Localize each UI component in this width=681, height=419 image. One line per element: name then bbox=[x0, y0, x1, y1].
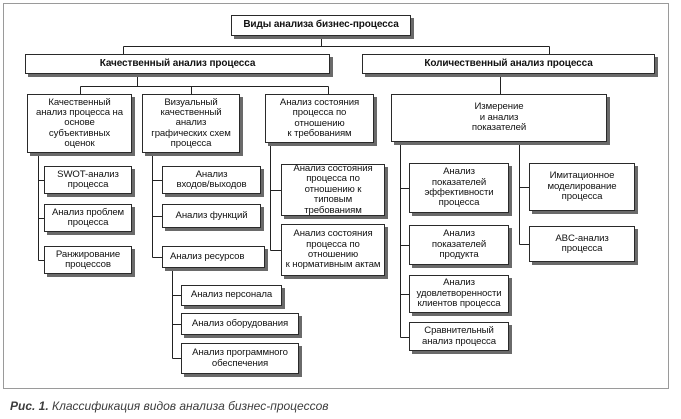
root-node: Виды анализа бизнес-процесса bbox=[231, 15, 411, 36]
functions-node: Анализ функций bbox=[162, 204, 261, 228]
abc-analysis-node: ABC-анализ процесса bbox=[529, 226, 635, 262]
inputs-outputs-node: Анализ входов/выходов bbox=[162, 166, 261, 194]
measurement-node: Измерение и анализ показателей bbox=[391, 94, 607, 142]
figure-number: Рис. 1. bbox=[10, 399, 49, 413]
outer-border bbox=[3, 3, 669, 389]
visual-analysis-node: Визуальный качественный анализ графическ… bbox=[142, 94, 240, 153]
quantitative-analysis-node: Количественный анализ процесса bbox=[362, 54, 655, 74]
normative-acts-node: Анализ состояния процесса по отношению к… bbox=[281, 224, 385, 276]
personnel-node: Анализ персонала bbox=[181, 285, 282, 306]
ranking-node: Ранжирование процессов bbox=[44, 246, 132, 274]
customer-satisfaction-node: Анализ удовлетворенности клиентов процес… bbox=[409, 275, 509, 313]
subjective-analysis-node: Качественный анализ процесса на основе с… bbox=[27, 94, 132, 153]
qualitative-analysis-node: Качественный анализ процесса bbox=[25, 54, 330, 74]
typical-requirements-node: Анализ состояния процесса по отношению к… bbox=[281, 163, 385, 216]
resources-node: Анализ ресурсов bbox=[162, 246, 265, 268]
simulation-node: Имитационное моделирование процесса bbox=[529, 163, 635, 211]
connector-lines bbox=[3, 3, 669, 389]
problems-node: Анализ проблем процесса bbox=[44, 204, 132, 232]
figure-title: Классификация видов анализа бизнес-проце… bbox=[48, 399, 329, 413]
equipment-node: Анализ оборудования bbox=[181, 313, 299, 335]
efficiency-indicators-node: Анализ показателей эффективности процесс… bbox=[409, 163, 509, 213]
software-node: Анализ программного обеспечения bbox=[181, 343, 299, 374]
swot-node: SWOT-анализ процесса bbox=[44, 166, 132, 194]
comparative-analysis-node: Сравнительный анализ процесса bbox=[409, 322, 509, 351]
product-indicators-node: Анализ показателей продукта bbox=[409, 225, 509, 265]
diagram-frame: Виды анализа бизнес-процесса Качественны… bbox=[3, 3, 669, 389]
figure-caption: Рис. 1. Классификация видов анализа бизн… bbox=[10, 399, 329, 413]
requirements-state-node: Анализ состояния процесса по отношению к… bbox=[265, 94, 374, 143]
